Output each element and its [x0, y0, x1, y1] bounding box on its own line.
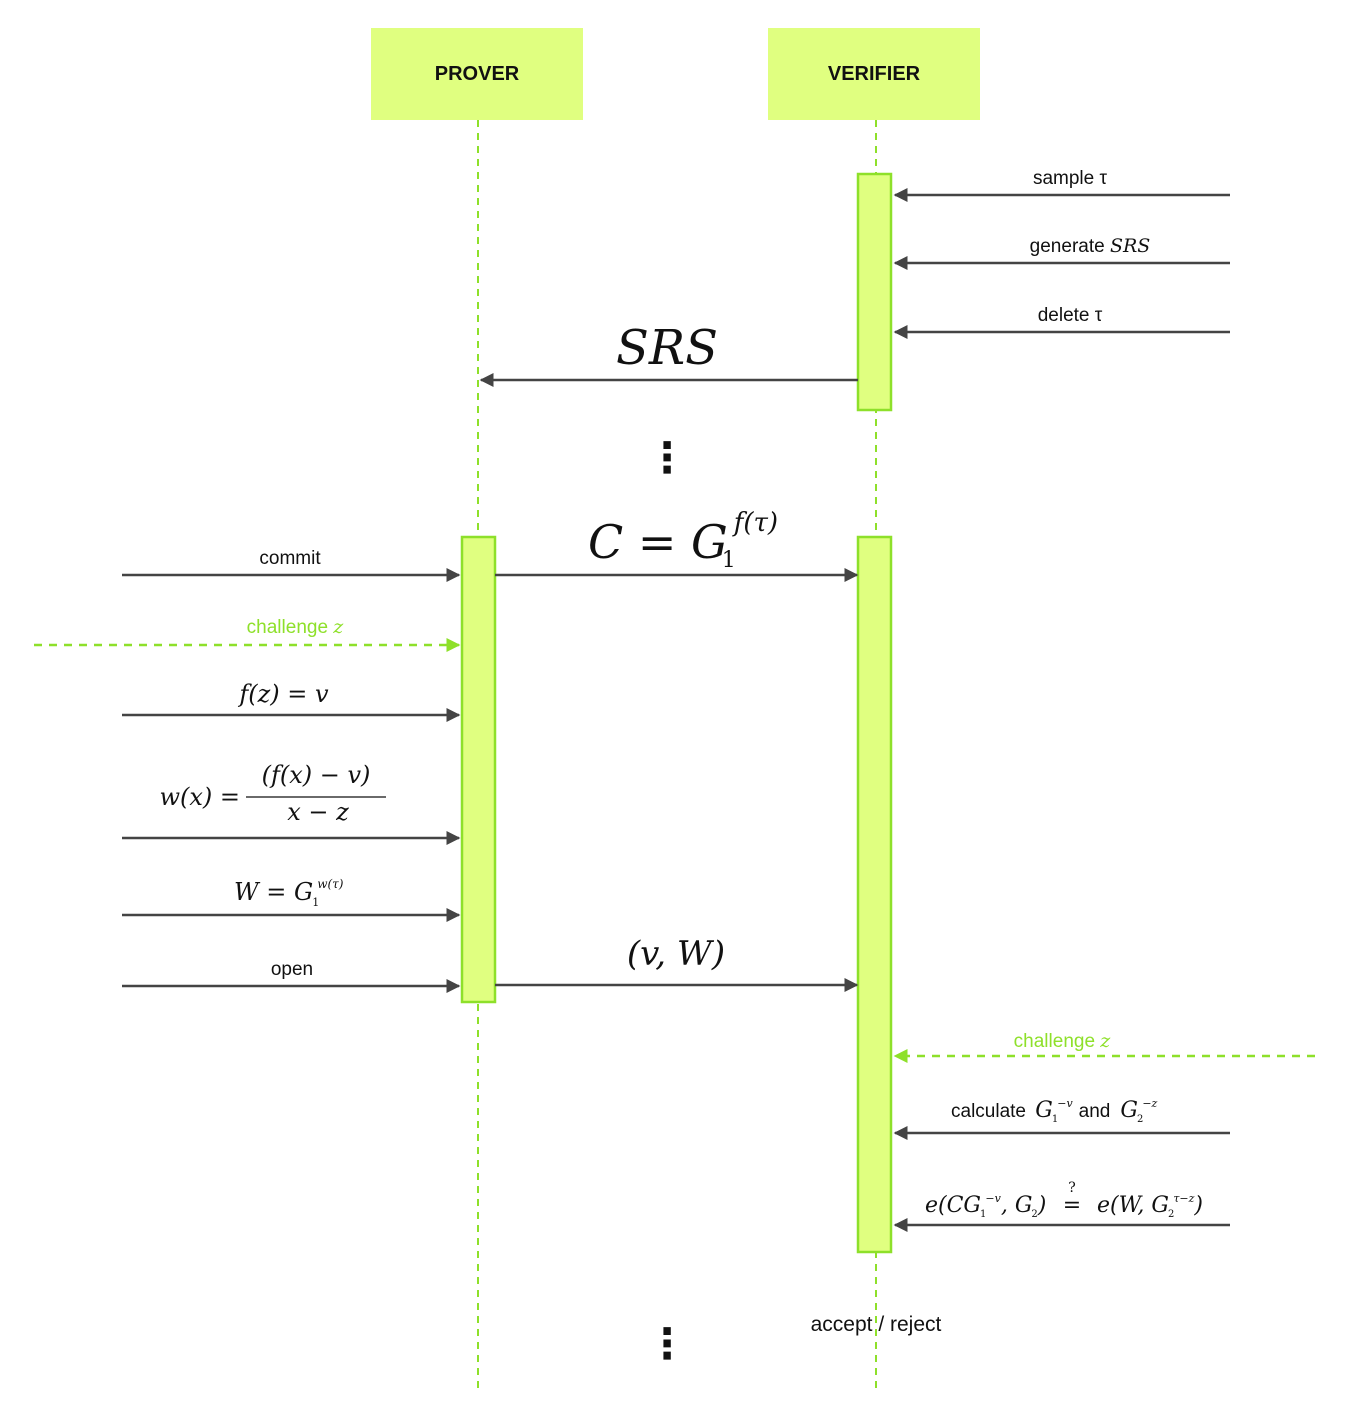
verifier-participant: VERIFIER: [768, 28, 980, 120]
srs-message-label: SRS: [616, 320, 718, 376]
sample-label: sample τ: [1033, 168, 1108, 189]
prover-challenge-label: challenge z: [247, 616, 345, 638]
pairing-right: e(W, G2τ−z): [1097, 1192, 1203, 1220]
result-label: accept / reject: [811, 1313, 942, 1336]
verifier-setup-activation: [856, 172, 893, 412]
commitment-message-label: C = G1f(τ): [588, 508, 778, 573]
prover-activation: [460, 535, 497, 1004]
pairing-equals: =: [1063, 1193, 1081, 1218]
ellipsis-top: ⋮: [646, 434, 688, 481]
delete-label: delete τ: [1038, 305, 1103, 326]
open-label: open: [271, 959, 313, 980]
verifier-challenge-label: challenge z: [1014, 1030, 1112, 1052]
pairing-question-mark: ?: [1068, 1180, 1076, 1196]
w-commit-label: W = G1w(τ): [234, 877, 344, 909]
prover-title: PROVER: [435, 63, 520, 85]
pairing-left: e(CG1−v, G2): [925, 1192, 1046, 1220]
witness-lhs: w(x) =: [159, 783, 240, 811]
prover-participant: PROVER: [371, 28, 583, 120]
generate-label: generate SRS: [1030, 235, 1151, 257]
verifier-main-activation: [856, 535, 893, 1254]
ellipsis-bottom: ⋮: [646, 1320, 688, 1367]
verifier-title: VERIFIER: [828, 63, 921, 85]
pairing-check-label: e(CG1−v, G2) ? = e(W, G2τ−z): [925, 1180, 1203, 1220]
eval-label: f(z) = v: [237, 680, 329, 708]
opening-message-label: (v, W): [627, 934, 725, 974]
witness-formula: w(x) = (f(x) − v) x − z: [159, 761, 386, 826]
witness-denominator: x − z: [287, 798, 349, 826]
witness-numerator: (f(x) − v): [262, 761, 371, 789]
commit-label: commit: [259, 548, 321, 569]
